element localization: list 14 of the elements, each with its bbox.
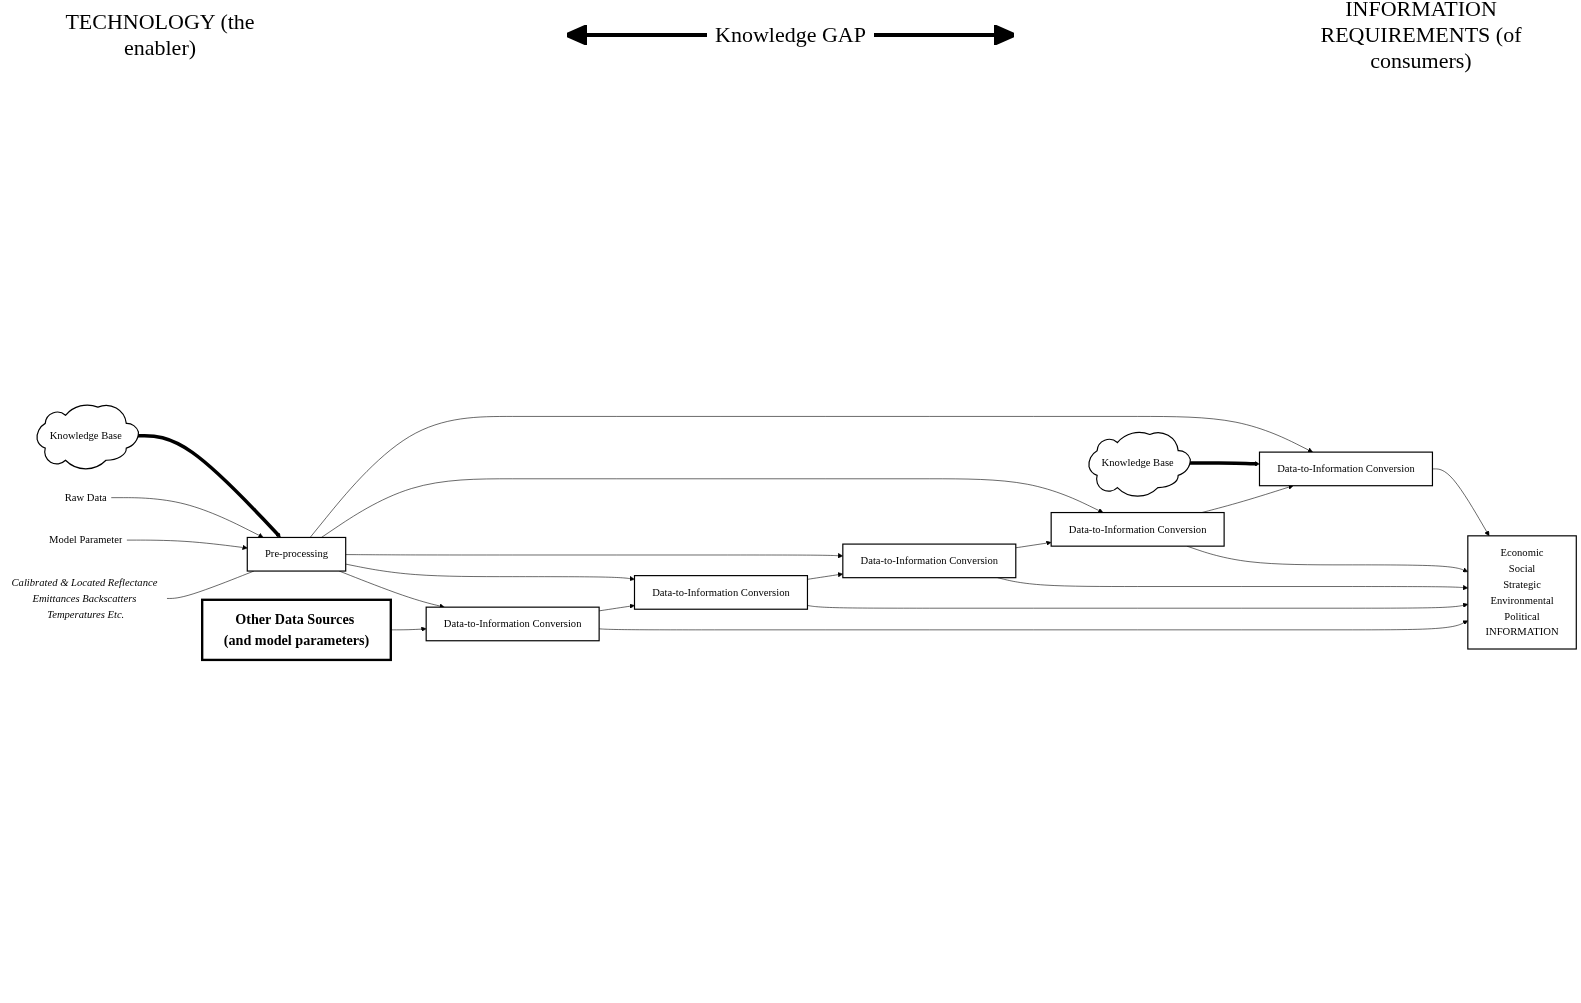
heading-text: Knowledge GAP [715,22,866,48]
node-box: Data-to-Information Conversion [842,543,1017,579]
heading-text: INFORMATION REQUIREMENTS (of consumers) [1319,0,1523,74]
node-box: Data-to-Information Conversion [633,575,809,610]
node-box: Data-to-Information Conversion [1258,451,1434,487]
node-box: Data-to-Information Conversion [425,606,600,642]
node-box: Data-to-Information Conversion [1050,511,1225,547]
node-box: Pre-processing [246,536,347,572]
node-text: Raw Data [64,491,107,504]
node-box: Other Data Sources (and model parameters) [201,598,392,662]
node-box: Economic Social Strategic Environmental Political INFORMATION [1467,535,1577,650]
heading-text: TECHNOLOGY (the enabler) [64,9,256,61]
node-text: Calibrated & Located Reflectance Emittances Backscatters Temperatures Etc. [11,576,158,620]
node-text: Model Parameter [49,533,123,546]
